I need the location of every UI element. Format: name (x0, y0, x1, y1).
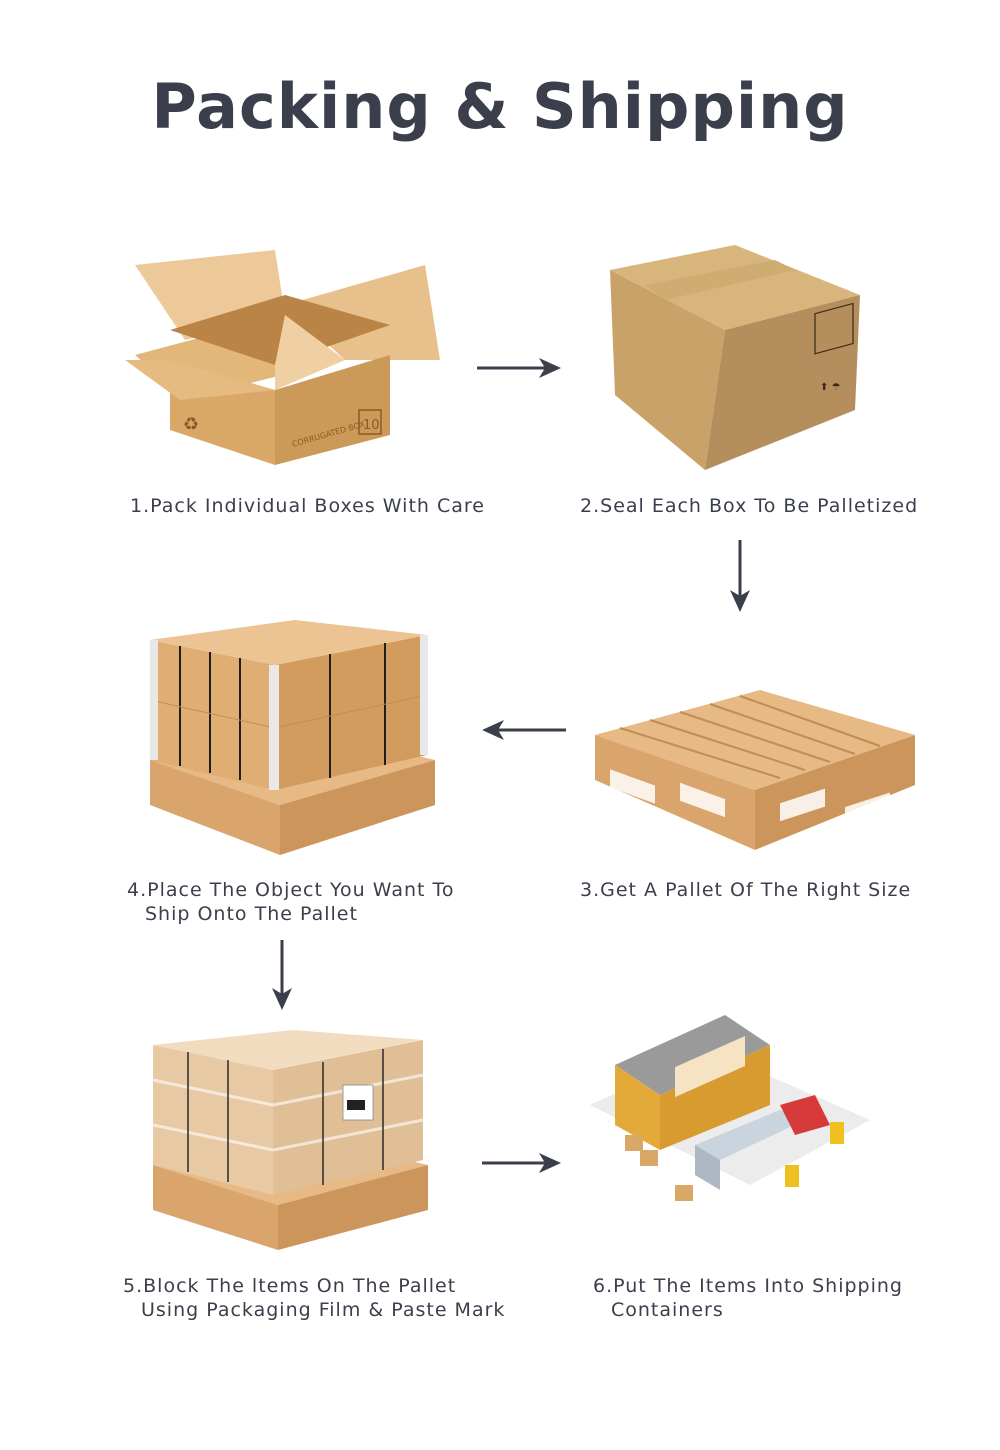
loaded-pallet-illustration (149, 620, 435, 855)
step-2-line1: 2.Seal Each Box To Be Palletized (580, 495, 919, 517)
step-1-caption: 1.Pack Individual Boxes With Care (130, 494, 485, 518)
arrow-right-2 (482, 1153, 561, 1173)
arrow-left-1 (482, 720, 566, 740)
svg-text:⬆ ☂: ⬆ ☂ (820, 382, 841, 393)
step-2-caption: 2.Seal Each Box To Be Palletized (580, 494, 918, 518)
step-6-caption: 6.Put The Items Into Shipping Containers (593, 1274, 903, 1322)
step-3-caption: 3.Get A Pallet Of The Right Size (580, 878, 911, 902)
step-4-line2: Ship Onto The Pallet (145, 903, 358, 925)
box-size-label: 10 (363, 418, 380, 433)
step-4-caption: 4.Place The Object You Want To Ship Onto… (127, 878, 455, 926)
step-6-line1: 6.Put The Items Into Shipping (593, 1275, 903, 1297)
sealed-box-illustration: ⬆ ☂ (610, 245, 860, 470)
page-title: Packing & Shipping (151, 70, 849, 143)
step-5-caption: 5.Block The ltems On The Pallet Using Pa… (123, 1274, 505, 1322)
step-3-line1: 3.Get A Pallet Of The Right Size (580, 879, 912, 901)
step-5-line1: 5.Block The ltems On The Pallet (123, 1275, 457, 1297)
wrapped-pallet-illustration (152, 1030, 428, 1250)
svg-text:♻: ♻ (183, 414, 199, 435)
pallet-illustration (595, 690, 915, 850)
step-1-line1: 1.Pack Individual Boxes With Care (130, 495, 485, 517)
step-6-line2: Containers (611, 1299, 724, 1321)
step-4-line1: 4.Place The Object You Want To (127, 879, 455, 901)
arrow-right-1 (477, 358, 561, 378)
open-box-illustration: ♻ CORRUGATED BOX 10 (125, 250, 440, 465)
warehouse-illustration (590, 1015, 870, 1201)
arrow-down-1 (730, 540, 750, 612)
step-5-line2: Using Packaging Film & Paste Mark (141, 1299, 506, 1321)
arrow-down-2 (272, 940, 292, 1010)
